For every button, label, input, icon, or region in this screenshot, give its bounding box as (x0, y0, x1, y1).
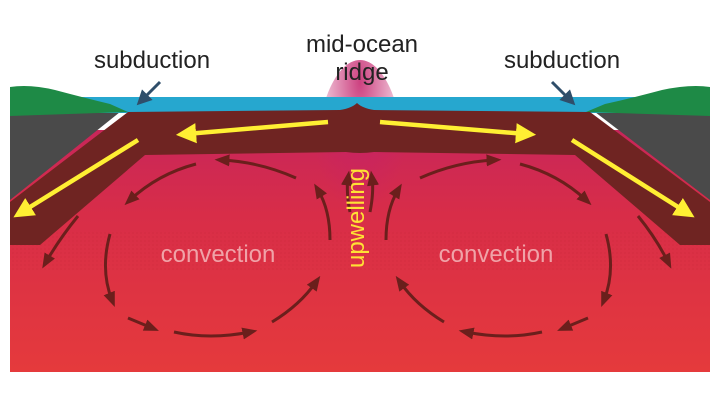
plate-arrow-left-down (13, 138, 140, 218)
ocean (10, 97, 660, 113)
conv-arrow (271, 275, 321, 324)
conv-arrow (395, 275, 445, 324)
continental-crust-right (595, 110, 710, 200)
conv-arrow (214, 154, 297, 180)
conv-arrow (601, 233, 613, 307)
continent-right (586, 86, 710, 116)
subduction-pointer-right (550, 80, 576, 106)
conv-arrow (103, 233, 115, 307)
conv-arrow (173, 327, 258, 340)
plate-arrow-right-down (570, 138, 695, 218)
subduction-pointer-left (136, 80, 162, 106)
label-ridge-line2: ridge (335, 59, 388, 86)
label-convection-left: convection (161, 241, 276, 268)
conv-arrow (127, 316, 159, 331)
conv-arrow (124, 162, 197, 206)
label-subduction-left: subduction (94, 47, 210, 74)
plate-arrow-right-horizontal (379, 119, 537, 144)
label-convection-right: convection (439, 241, 554, 268)
label-ridge-line1: mid-ocean (306, 31, 418, 58)
conv-arrow (636, 215, 672, 269)
conv-arrow (384, 183, 402, 241)
conv-arrow (367, 170, 379, 213)
conv-arrow (314, 183, 332, 241)
conv-arrow (341, 170, 353, 213)
plate-arrow-left-horizontal (175, 119, 329, 144)
conv-arrow (42, 215, 80, 269)
convection-arrows (42, 154, 672, 340)
continental-crust-left (10, 110, 120, 200)
label-subduction-right: subduction (504, 47, 620, 74)
conv-arrow (557, 316, 589, 331)
continent-left (10, 86, 128, 116)
conv-arrow (419, 154, 502, 180)
conv-arrow (519, 162, 592, 206)
label-upwelling: upwelling (343, 168, 370, 268)
conv-arrow (458, 327, 543, 340)
